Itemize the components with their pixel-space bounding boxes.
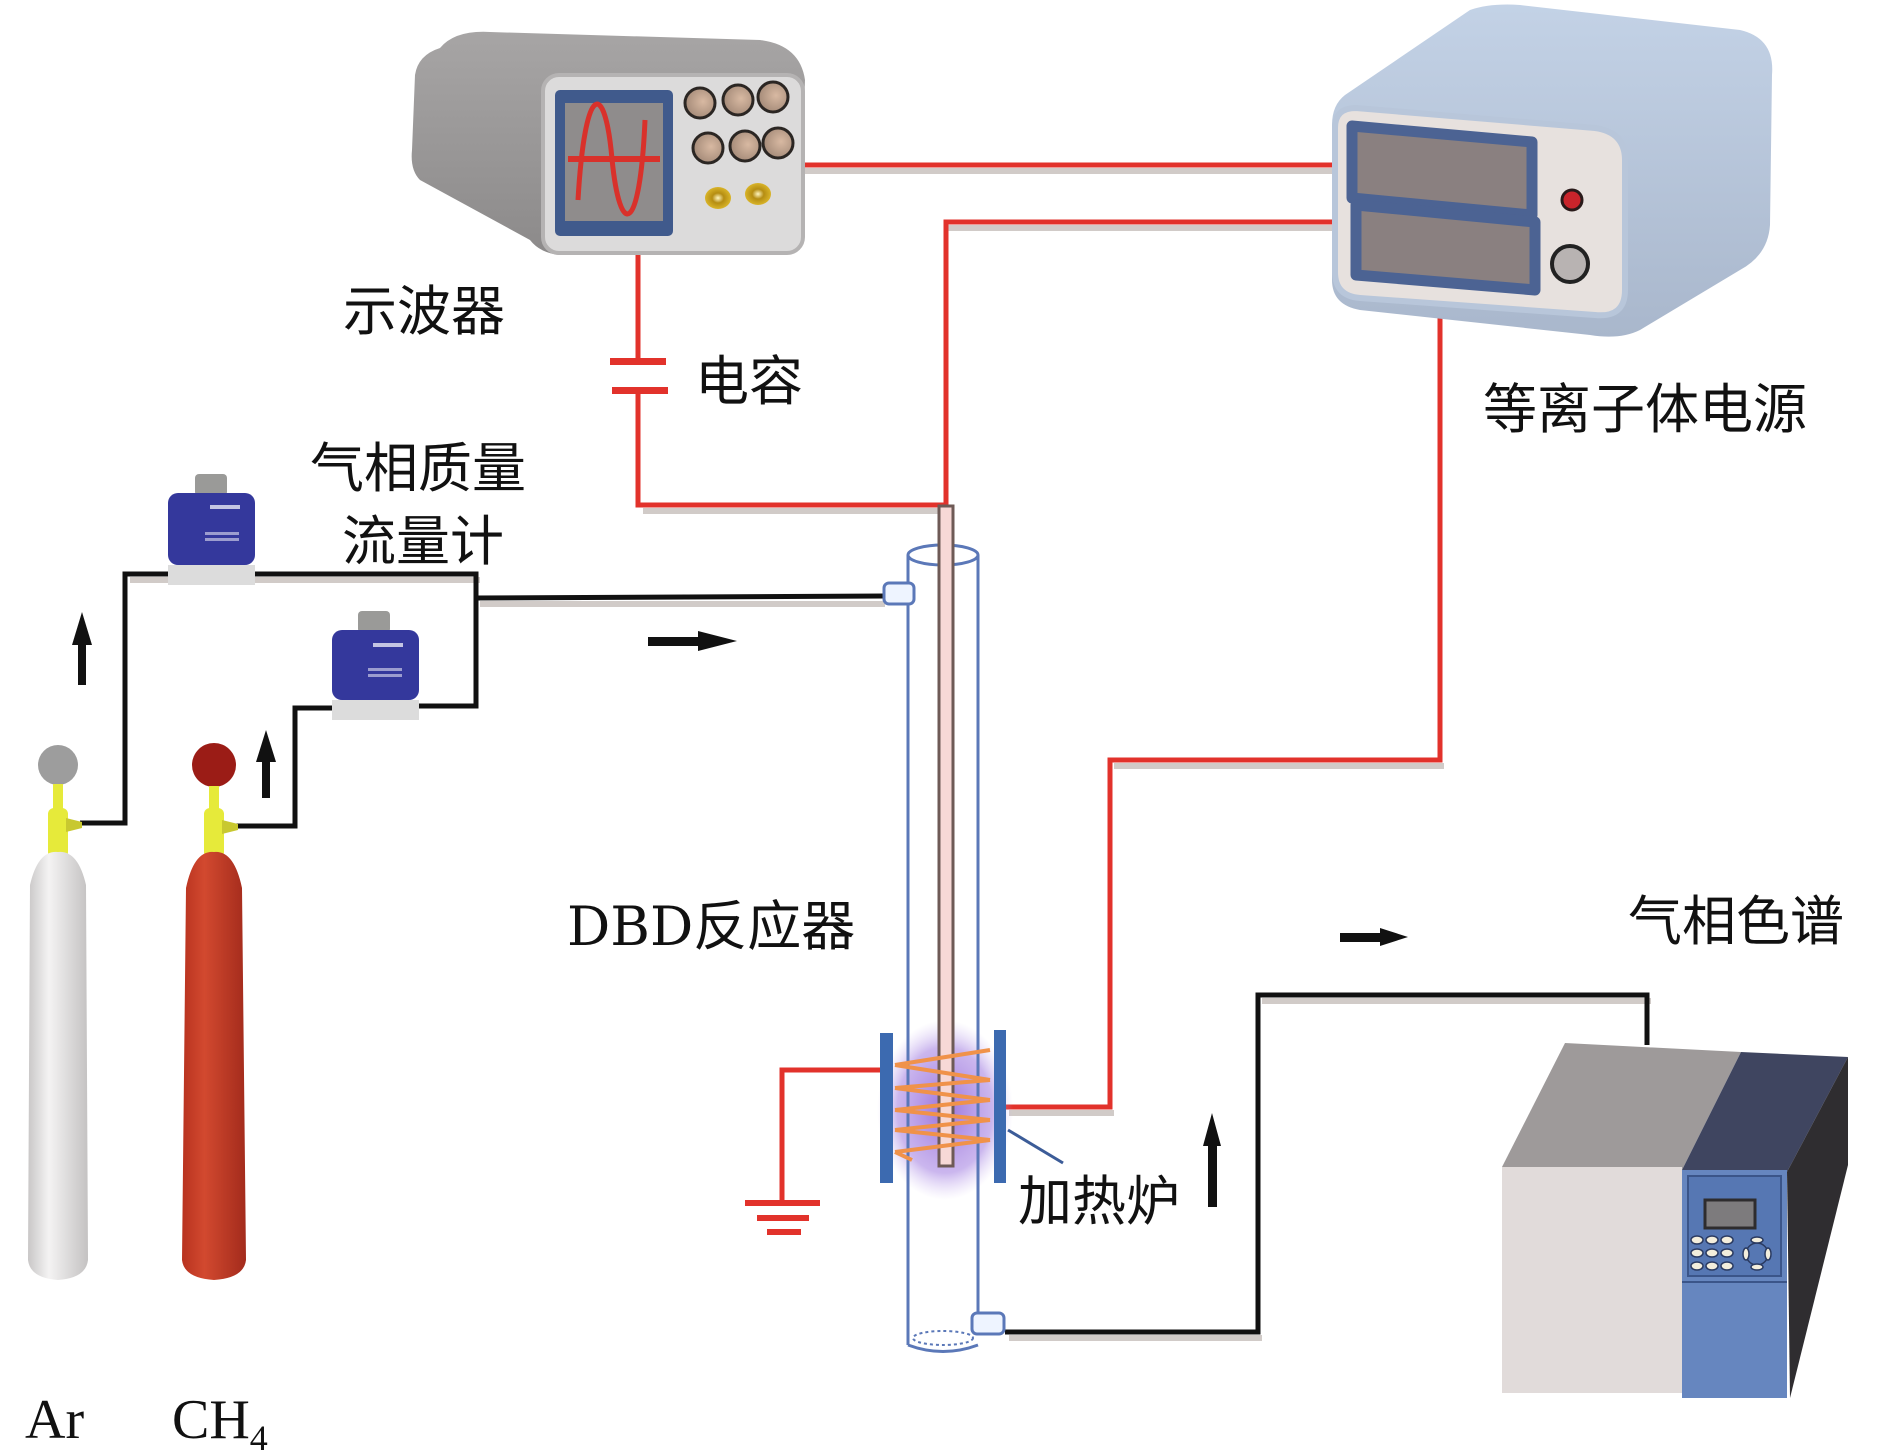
label-dbd-reactor: DBD反应器 <box>567 895 855 958</box>
labels: 示波器 电容 等离子体电源 气相质量 流量计 DBD反应器 加热炉 气相色谱 A… <box>25 280 1844 1452</box>
label-plasma-power-supply: 等离子体电源 <box>1483 378 1807 441</box>
gas-lines <box>80 571 1650 1335</box>
arrow-to-reactor-icon <box>648 631 737 651</box>
label-oscilloscope: 示波器 <box>343 280 505 343</box>
gas-chromatograph <box>1502 1043 1848 1398</box>
wire-shadows <box>130 168 1651 1341</box>
gc-keypad <box>1690 1235 1772 1271</box>
label-ch4-main: CH <box>172 1389 250 1451</box>
outer-electrode-left <box>880 1033 893 1183</box>
reactor-outlet <box>970 1311 1006 1336</box>
psu-display-lower <box>1350 199 1541 296</box>
ch4-cylinder <box>182 743 246 1280</box>
outer-electrode-right <box>994 1030 1006 1183</box>
arrow-ar-up-icon <box>72 612 92 685</box>
wire-psu-to-outer-electrode <box>1006 312 1443 1110</box>
flow-arrows <box>72 612 1408 1207</box>
gas-line-ar-out <box>255 571 479 709</box>
arrow-to-gc-icon <box>1340 928 1408 946</box>
heater-coil <box>894 1048 991 1162</box>
gas-line-ch4 <box>235 705 332 829</box>
label-mass-flow-meter-2: 流量计 <box>342 510 504 573</box>
psu-indicator-led <box>1560 188 1584 212</box>
mass-flow-controller-ar <box>168 474 255 585</box>
inner-electrode <box>937 504 955 1168</box>
label-gas-chromatograph: 气相色谱 <box>1628 890 1844 953</box>
mass-flow-controller-ch4 <box>332 611 419 720</box>
gc-front-panel <box>1502 1167 1682 1393</box>
ar-valve-knob <box>38 745 78 785</box>
label-heating-furnace: 加热炉 <box>1018 1170 1180 1233</box>
ground-symbol <box>745 1200 820 1235</box>
psu-display-upper <box>1346 120 1538 221</box>
oscilloscope-knobs <box>683 80 795 165</box>
capacitor-symbol <box>610 358 668 394</box>
psu-knob <box>1550 244 1590 284</box>
label-mass-flow-meter-1: 气相质量 <box>310 437 526 500</box>
arrow-ch4-up-icon <box>256 730 276 798</box>
dbd-reactor <box>877 504 1064 1353</box>
gas-line-to-reactor <box>475 593 886 601</box>
oscilloscope <box>411 31 805 255</box>
wire-capacitor-to-electrode <box>635 392 946 508</box>
heater-leader-line <box>1007 1128 1064 1165</box>
gas-line-ar <box>80 571 168 826</box>
ar-cylinder <box>28 745 88 1280</box>
reactor-inlet <box>882 581 916 606</box>
wire-psu-to-electrode <box>943 219 1333 508</box>
waveform-icon <box>575 101 648 217</box>
oscilloscope-connectors <box>705 183 771 209</box>
wire-ground <box>779 1067 880 1203</box>
plasma-power-supply <box>1332 4 1773 337</box>
label-ch4: CH4 <box>172 1389 268 1452</box>
gas-line-to-gc <box>1005 992 1650 1335</box>
label-capacitor: 电容 <box>695 350 803 413</box>
label-ar: Ar <box>25 1389 84 1451</box>
gc-display <box>1703 1198 1757 1230</box>
label-ch4-subscript: 4 <box>250 1418 268 1452</box>
electrical-wiring <box>635 162 1443 1203</box>
arrow-from-reactor-up-icon <box>1203 1113 1221 1207</box>
ch4-valve-knob <box>192 743 236 787</box>
